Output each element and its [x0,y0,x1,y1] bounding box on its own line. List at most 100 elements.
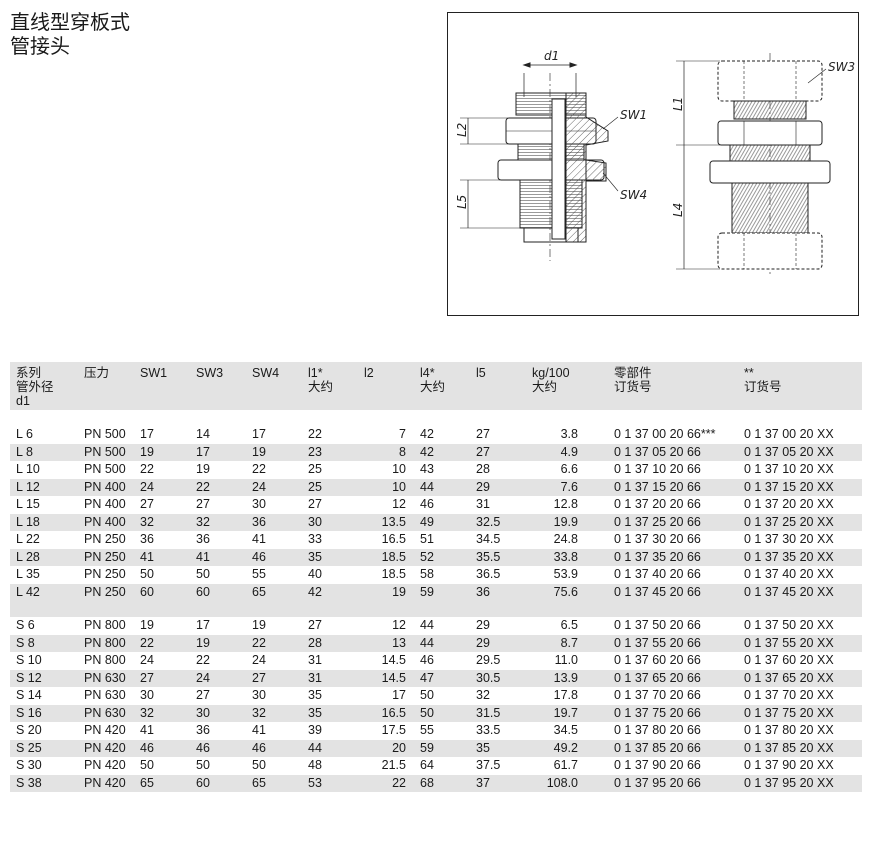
table-cell: PN 400 [84,479,126,494]
table-cell: 0 1 37 00 20 XX [744,427,834,441]
spacer-cell [10,601,862,617]
table-cell: 46 [252,549,266,564]
column-header: 零部件订货号 [608,362,738,410]
column-header: SW4 [246,362,302,410]
page-title: 直线型穿板式 管接头 [10,10,130,58]
table-cell: 75.6 [553,584,578,599]
table-cell: PN 630 [84,705,126,720]
table-cell: 19 [392,584,406,599]
column-header: l5 [470,362,526,410]
table-cell: 10 [392,462,406,476]
table-cell: 41 [140,549,154,564]
column-header: **订货号 [738,362,862,410]
table-cell: PN 500 [84,427,126,441]
column-header-line1: l5 [476,366,486,380]
table-cell: 0 1 37 65 20 XX [744,670,834,685]
column-header-line1: SW4 [252,366,280,380]
column-header-line1: l1* [308,366,323,380]
table-cell: 108.0 [546,775,578,790]
table-cell: 32 [252,705,266,720]
table-cell: 0 1 37 55 20 66 [614,635,701,650]
column-header-line2: 大约 [420,380,446,394]
table-cell: 17 [196,444,210,459]
column-header-line1: l4* [420,366,435,380]
table-cell: 29 [476,479,490,494]
label-l4: L4 [671,203,685,217]
table-cell: 50 [140,758,154,772]
table-cell: PN 800 [84,618,126,632]
table-cell: 36 [252,514,266,529]
table-cell: 17 [196,618,210,632]
label-l1: L1 [671,97,685,111]
table-cell: 0 1 37 50 20 XX [744,618,834,632]
table-cell: S 25 [16,740,42,755]
table-cell: 4.9 [560,444,578,459]
table-cell: 53 [308,775,322,790]
label-sw3: SW3 [828,60,855,74]
table-cell: 46 [420,653,434,667]
table-cell: 8.7 [560,635,578,650]
table-cell: 0 1 37 15 20 66 [614,479,701,494]
table-cell: 48 [308,758,322,772]
table-cell: 33.8 [553,549,578,564]
column-header-line1: l2 [364,366,374,380]
table-cell: 0 1 37 95 20 XX [744,775,834,790]
column-header-line1: ** [744,366,754,380]
column-header-line1: 压力 [84,366,110,380]
table-cell: 60 [196,584,210,599]
table-cell: PN 420 [84,758,126,772]
table-cell: 40 [308,567,322,581]
table-cell: 22 [392,775,406,790]
table-cell: 0 1 37 10 20 XX [744,462,834,476]
table-cell: 13.5 [381,514,406,529]
table-cell: 34.5 [553,723,578,737]
table-cell: 12 [392,618,406,632]
table-cell: 0 1 37 85 20 66 [614,740,701,755]
label-l2: L2 [455,123,469,137]
table-cell: 13.9 [553,670,578,685]
table-cell: 36 [196,532,210,546]
table-cell: 32 [140,514,154,529]
table-cell: 28 [476,462,490,476]
table-cell: 31 [476,497,490,511]
table-cell: 0 1 37 85 20 XX [744,740,834,755]
table-cell: 27 [140,670,154,685]
table-cell: 27 [252,670,266,685]
table-cell: 20 [392,740,406,755]
title-line-1: 直线型穿板式 [10,10,130,34]
column-header: l1*大约 [302,362,358,410]
table-cell: 19 [252,444,266,459]
technical-drawing: d1 SW1 SW4 L2 L5 [447,12,859,316]
table-cell: 33 [308,532,322,546]
table-cell: 49 [420,514,434,529]
table-cell: 0 1 37 40 20 66 [614,567,701,581]
table-cell: 59 [420,740,434,755]
table-cell: 0 1 37 00 20 66*** [614,427,716,441]
table-cell: 16.5 [381,705,406,720]
table-cell: S 16 [16,705,42,720]
table-cell: L 10 [16,462,40,476]
table-cell: 18.5 [381,567,406,581]
table-cell: 0 1 37 75 20 66 [614,705,701,720]
table-cell: PN 250 [84,549,126,564]
table-cell: L 8 [16,444,33,459]
column-header: SW3 [190,362,246,410]
table-cell: 30 [252,497,266,511]
table-cell: 50 [420,705,434,720]
table-cell: 27 [308,497,322,511]
table-cell: 35 [308,549,322,564]
table-cell: S 12 [16,670,42,685]
table-cell: 27 [476,444,490,459]
table-cell: 50 [140,567,154,581]
